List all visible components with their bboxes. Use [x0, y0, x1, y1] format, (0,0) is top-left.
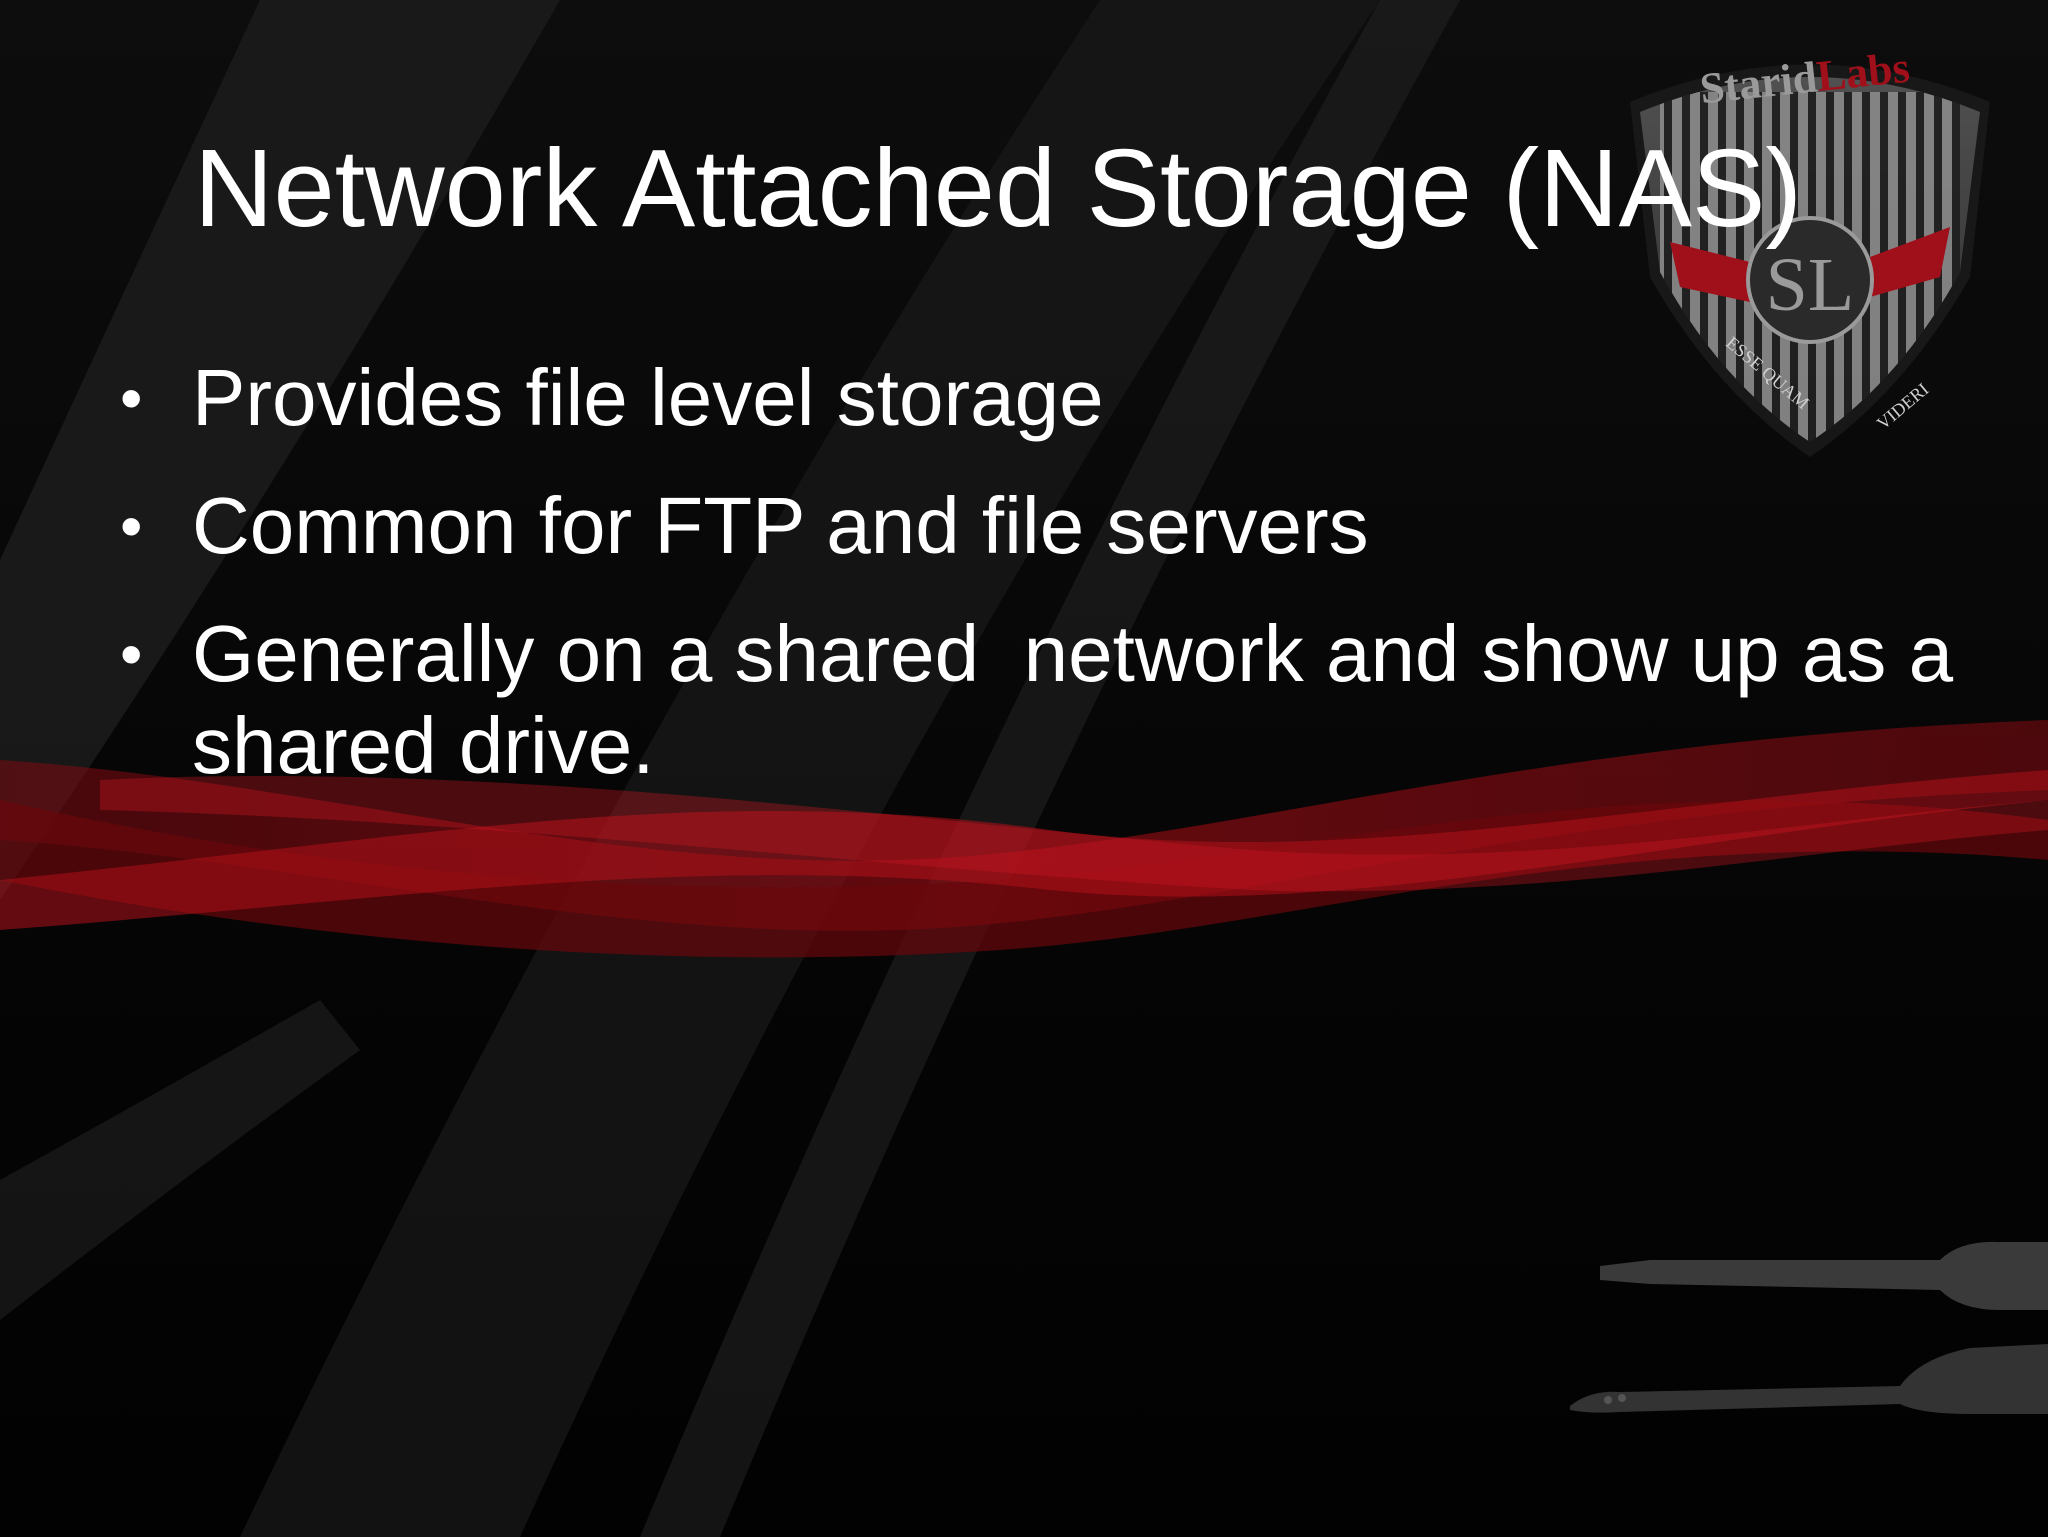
- bullet-item: • Provides file level storage: [120, 352, 2000, 444]
- shield-emblem-icon: SL StaridLabs ESSE QUAM VIDERI: [1630, 43, 1990, 457]
- bullet-icon: •: [120, 362, 143, 434]
- gray-streak-1: [0, 0, 560, 900]
- gray-streak-4: [0, 1000, 360, 1320]
- bullet-text: Provides file level storage: [192, 353, 1104, 442]
- logo-monogram: SL: [1766, 243, 1855, 327]
- red-wave-4: [100, 776, 2048, 892]
- bullet-item: • Generally on a shared network and show…: [120, 608, 2000, 792]
- bullet-item: • Common for FTP and file servers: [120, 480, 2000, 572]
- slide-title: Network Attached Storage (NAS): [194, 127, 1802, 250]
- logo-brand-part1: Starid: [1698, 52, 1820, 113]
- svg-text:StaridLabs: StaridLabs: [1698, 43, 1912, 114]
- bullet-list: • Provides file level storage • Common f…: [120, 352, 2000, 828]
- logo-brand-part2: Labs: [1814, 43, 1912, 101]
- gray-streak-3: [640, 0, 1460, 1537]
- bullet-text: Generally on a shared network and show u…: [192, 609, 1976, 790]
- gray-streak-2: [240, 0, 1380, 1537]
- guitar-neck-icon: [1570, 1241, 2048, 1414]
- bullet-text: Common for FTP and file servers: [192, 481, 1369, 570]
- bullet-icon: •: [120, 618, 143, 690]
- red-wave-3: [0, 770, 2048, 930]
- bullet-icon: •: [120, 490, 143, 562]
